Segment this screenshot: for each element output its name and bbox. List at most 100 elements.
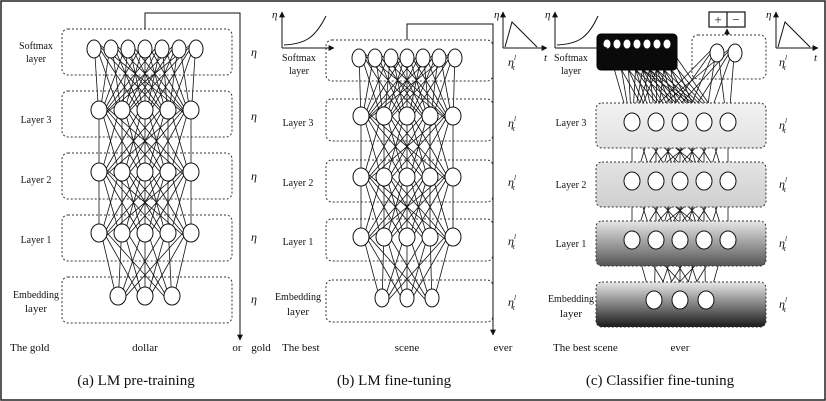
- panel-a-hidden-neuron: [136, 162, 154, 182]
- panel-a-softmax-neuron: [86, 39, 102, 59]
- panel-c-layer2-label: Layer 2: [556, 180, 587, 191]
- panel-a-connection: [110, 39, 169, 120]
- panel-b-embedding-label-1: Embedding: [275, 292, 321, 303]
- panel-c-lm-softmax-neuron: [612, 38, 622, 50]
- panel-a-layer3-box: [61, 90, 233, 138]
- panel-a-connection: [98, 223, 173, 306]
- panel-a-connection: [121, 223, 173, 306]
- panel-c-hidden-neuron: [623, 171, 641, 191]
- panel-b-hidden-neuron: [375, 227, 393, 247]
- panel-b-hidden-neuron: [444, 106, 462, 126]
- panel-a-connection: [98, 100, 192, 182]
- neurons: [86, 38, 743, 310]
- panel-a-hidden-neuron: [159, 162, 177, 182]
- panel-a-connection: [144, 39, 197, 120]
- panel-b-connection: [406, 48, 456, 126]
- panel-c-hidden-neuron: [647, 112, 665, 132]
- panel-a-hidden-neuron: [182, 223, 200, 243]
- panel-b-layer3-label: Layer 3: [283, 118, 314, 129]
- panel-a-softmax-neuron: [154, 39, 170, 59]
- panel-a-softmax-neuron: [137, 39, 153, 59]
- panel-b: Softmax layer Layer 3 Layer 2 Layer 1 Em…: [275, 53, 516, 389]
- panel-b-hidden-neuron: [398, 227, 416, 247]
- panel-b-input-word-1: The best: [282, 342, 320, 354]
- panel-a-rate-layer1: η: [251, 230, 257, 244]
- panel-a-connection: [121, 100, 192, 182]
- panel-c-lm-softmax-neuron: [622, 38, 632, 50]
- panel-a-connection: [98, 223, 146, 306]
- panel-a-hidden-neuron: [90, 223, 108, 243]
- panel-a-hidden-neuron: [136, 223, 154, 243]
- panel-a-embedding-label-2: layer: [25, 303, 47, 315]
- panel-a-connection: [144, 223, 192, 306]
- panel-c-embedding-neuron: [671, 290, 689, 310]
- panel-a-connection: [98, 100, 146, 182]
- panel-a-layer1-label: Layer 1: [21, 235, 52, 246]
- panel-a-input-word-4: gold: [251, 342, 271, 354]
- panel-b-hidden-neuron: [375, 106, 393, 126]
- panel-c-input-word-1: The best scene: [553, 342, 618, 354]
- panel-a-softmax-neuron: [171, 39, 187, 59]
- panel-b-hidden-neuron: [421, 106, 439, 126]
- panel-b-softmax-neuron: [399, 48, 415, 68]
- panel-b-connection: [381, 227, 454, 308]
- schedule-plots: η η t η η t: [272, 9, 819, 64]
- panel-b-softmax-neuron: [367, 48, 383, 68]
- panel-a-softmax-box: [61, 28, 233, 76]
- panel-b-layer3-box: [325, 98, 494, 142]
- panel-c-triangle-y-label: η: [766, 9, 771, 21]
- panel-a-softmax-neuron: [188, 39, 204, 59]
- panel-a-hidden-neuron: [90, 100, 108, 120]
- panel-c-hidden-neuron: [623, 230, 641, 250]
- panel-b-layer2-label: Layer 2: [283, 178, 314, 189]
- panel-b-caption: (b) LM fine-tuning: [337, 373, 452, 389]
- panel-b-connection: [381, 227, 431, 308]
- panel-a-input-word-3: or: [232, 342, 242, 354]
- classifier-output-box: + −: [708, 11, 746, 28]
- panel-c-hidden-neuron: [719, 230, 737, 250]
- panel-c-hidden-neuron: [647, 230, 665, 250]
- panel-b-softmax-neuron: [351, 48, 367, 68]
- panel-c-embedding-label-1: Embedding: [548, 294, 594, 305]
- panel-b-hidden-neuron: [421, 227, 439, 247]
- panel-c-embedding-neuron: [645, 290, 663, 310]
- panel-c-hidden-neuron: [695, 171, 713, 191]
- panel-b-triangle-x-label: t: [544, 52, 548, 64]
- panel-a: Softmax layer Layer 3 Layer 2 Layer 1 Em…: [10, 41, 271, 389]
- panel-a-connection: [117, 223, 169, 306]
- panel-a-hidden-neuron: [159, 100, 177, 120]
- panel-b-softmax-neuron: [447, 48, 463, 68]
- panel-a-embedding-label-1: Embedding: [13, 290, 59, 301]
- panel-a-hidden-neuron: [113, 100, 131, 120]
- panel-a-input-word-1: The gold: [10, 342, 50, 354]
- panel-c-hidden-neuron: [671, 230, 689, 250]
- panel-b-connection: [360, 167, 431, 247]
- panel-a-connection: [144, 100, 192, 182]
- panel-c-lm-softmax-neuron: [652, 38, 662, 50]
- decorations: [144, 12, 730, 341]
- panel-b-embedding-neuron: [399, 288, 415, 308]
- panel-c-caption: (c) Classifier fine-tuning: [586, 373, 735, 389]
- panel-b-triangle-y-label: η: [494, 9, 499, 21]
- panel-a-caption: (a) LM pre-training: [77, 373, 195, 389]
- panel-b-softmax-neuron: [383, 48, 399, 68]
- panel-a-output-arrow: [144, 12, 243, 341]
- panel-a-connection: [98, 162, 169, 243]
- panel-b-embedding-neuron: [424, 288, 440, 308]
- panel-b-connection: [358, 48, 408, 126]
- panel-b-slanted-triangular-plot: η t: [494, 9, 548, 64]
- panel-a-input-word-2: dollar: [132, 342, 158, 354]
- panel-b-layer2-box: [325, 159, 494, 203]
- panel-b-softmax-label-1: Softmax: [282, 53, 316, 64]
- panel-b-connection: [360, 106, 431, 187]
- panel-b-hidden-neuron: [444, 227, 462, 247]
- panel-c-softmax-label-1: Softmax: [554, 53, 588, 64]
